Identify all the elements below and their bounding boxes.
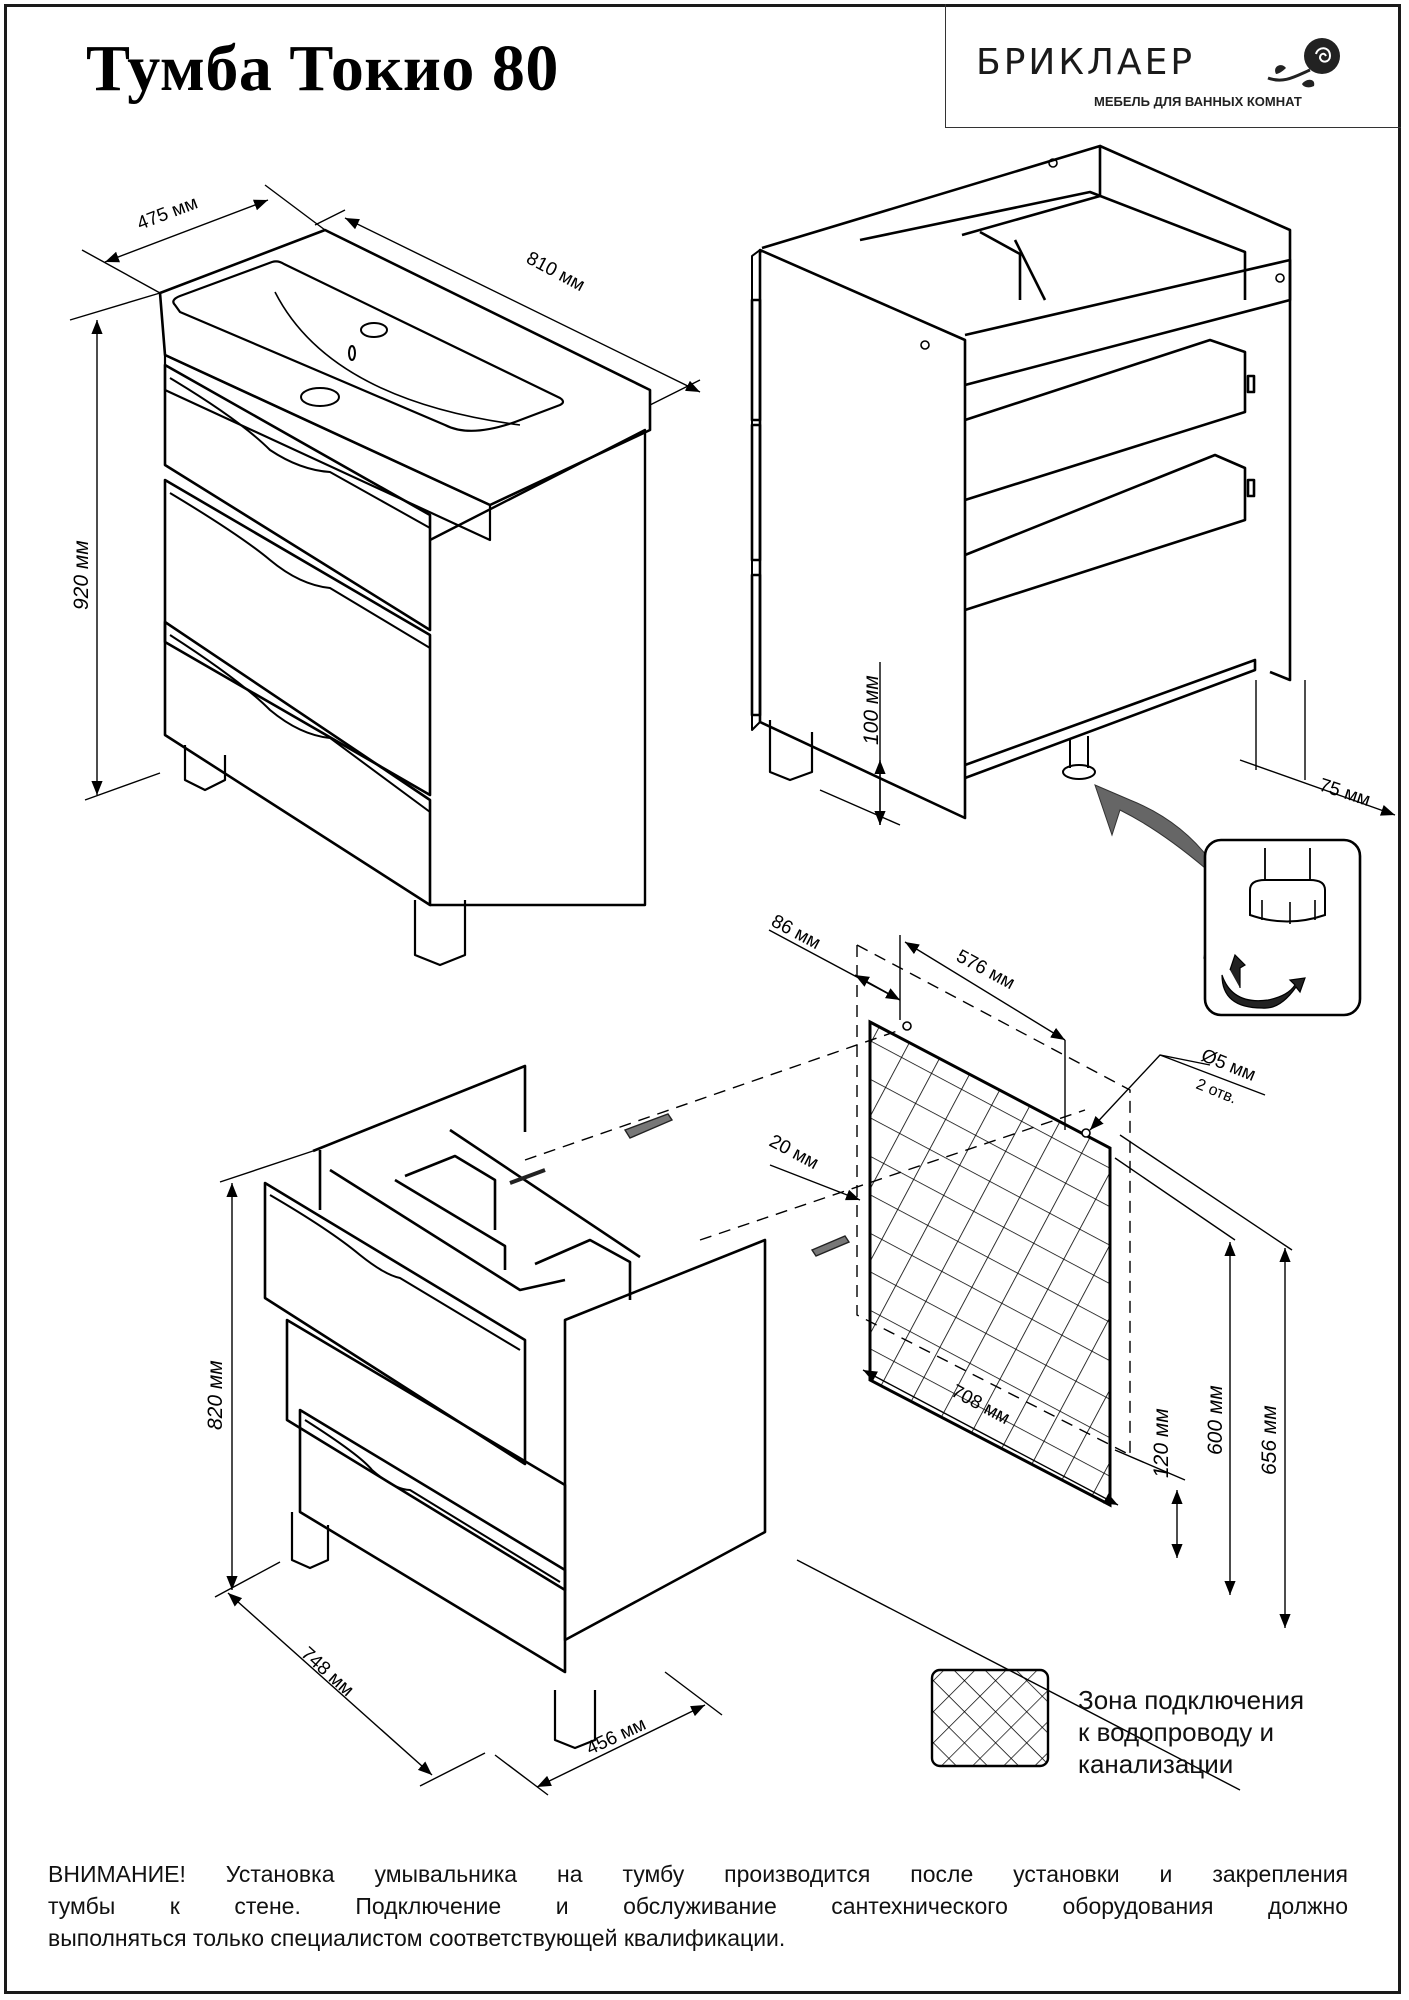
middle-drawer: [964, 338, 1247, 502]
rose-icon: [1267, 38, 1340, 88]
frame-back-panel: [1099, 144, 1292, 682]
drawer-3-handle: [304, 1419, 561, 1583]
hole-leader: [1089, 1054, 1211, 1131]
bottom-shelf: [964, 658, 1257, 780]
sink-front-edge: [163, 353, 492, 542]
side-offset-dim-line: [854, 974, 901, 1001]
drawer-3-handle: [169, 634, 431, 813]
open-frame-dimensions: [819, 662, 1396, 826]
wall-mount-cabinet-view: [263, 1064, 767, 1750]
width-dim-label: 810 мм: [523, 248, 589, 296]
page-frame: [4, 4, 1401, 1994]
rotate-arrow-icon: [1221, 953, 1306, 1009]
drawer-inner: [394, 1154, 632, 1300]
back-offset-label: 75 мм: [1316, 775, 1372, 811]
connection-zone: [868, 1019, 1112, 1508]
drawer-3: [163, 620, 432, 907]
depth-dim-line: [104, 199, 269, 263]
sink-bowl: [172, 260, 565, 432]
drawer-3-wall: [298, 1408, 567, 1674]
cabinet-depth-label: 456 мм: [583, 1714, 649, 1760]
side-panel: [563, 1238, 767, 1642]
warning-notice: ВНИМАНИЕ! Установка умывальника на тумбу…: [48, 1858, 1348, 1954]
zone-width-dim-line: [862, 1369, 1119, 1506]
cabinet-height-label: 820 мм: [204, 1360, 227, 1430]
hole-height-label: 656 мм: [1258, 1405, 1281, 1475]
callout-arrow: [1094, 784, 1211, 869]
tap-hole: [360, 322, 388, 338]
side-offset-label: 86 мм: [768, 911, 824, 954]
front-rail: [964, 258, 1292, 387]
bottom-drawer: [964, 453, 1247, 612]
zone-top-label: 600 мм: [1204, 1385, 1227, 1455]
zone-bottom-label: 120 мм: [1150, 1408, 1173, 1478]
legend-line: к водопроводу и: [1078, 1717, 1274, 1747]
top-drawer-handle: [269, 1194, 521, 1351]
hole-spacing-dim-line: [904, 941, 1066, 1041]
adjustable-foot-icon: [1203, 838, 1362, 1017]
height-dim-label: 920 мм: [70, 540, 93, 610]
hole-count-label: 2 отв.: [1194, 1076, 1239, 1108]
legend-line: канализации: [1078, 1749, 1234, 1779]
crosshatch-zone-icon: [930, 1668, 1050, 1768]
leg-center-frame: [1069, 736, 1089, 768]
depth-dim-label: 475 мм: [134, 192, 200, 234]
width-dim-line: [344, 217, 701, 393]
legend-label: Зона подключения к водопроводу и канализ…: [1078, 1684, 1304, 1780]
overflow-hole: [348, 345, 356, 361]
warning-line: тумбы к стене. Подключение и обслуживани…: [48, 1893, 1348, 1919]
assembled-cabinet-view: [158, 228, 652, 967]
assembled-dimensions: [69, 184, 701, 801]
open-frame-view: [750, 144, 1292, 820]
frame-top-rail: [761, 144, 1102, 250]
brand-logo-box: БРИКЛАЕР МЕБЕЛЬ ДЛЯ ВАННЫХ КОМНАТ: [945, 4, 1401, 128]
screw-1: [623, 1113, 674, 1139]
brand-tagline: МЕБЕЛЬ ДЛЯ ВАННЫХ КОМНАТ: [1094, 94, 1302, 109]
drawer-2: [163, 478, 432, 797]
drain-hole: [300, 387, 340, 407]
hole-spacing-label: 576 мм: [953, 946, 1019, 994]
top-drawer-out: [263, 1181, 527, 1466]
drawer-2-handle: [169, 492, 431, 649]
leg-front: [413, 900, 467, 967]
brand-name: БРИКЛАЕР: [976, 42, 1196, 83]
frame-left-side: [758, 248, 967, 820]
back-offset-dim-line: [1239, 759, 1396, 816]
leg-left: [183, 745, 227, 792]
legend-line: Зона подключения: [1078, 1685, 1305, 1715]
screw-3: [810, 1235, 851, 1257]
warning-line: выполняться только специалистом соответс…: [48, 1925, 786, 1951]
screw-2: [509, 1168, 546, 1185]
cabinet-side: [429, 428, 647, 907]
drawer-1-handle: [169, 377, 431, 529]
cabinet-depth-dim-line: [536, 1704, 706, 1788]
depth-offset-label: 20 мм: [766, 1131, 822, 1174]
rail-top: [329, 1128, 641, 1292]
top-drawer-box: [859, 190, 1247, 301]
leg-left-frame: [768, 720, 814, 782]
cabinet-width-dim-line: [227, 1592, 433, 1776]
back-board: [312, 1064, 527, 1153]
cabinet-width-label: 748 мм: [297, 1643, 358, 1701]
warning-line: ВНИМАНИЕ! Установка умывальника на тумбу…: [48, 1861, 1348, 1887]
leg-left-wall: [290, 1512, 330, 1570]
drawer-1: [163, 363, 432, 632]
page-title: Тумба Токио 80: [86, 32, 559, 105]
leg-height-label: 100 мм: [860, 675, 883, 745]
